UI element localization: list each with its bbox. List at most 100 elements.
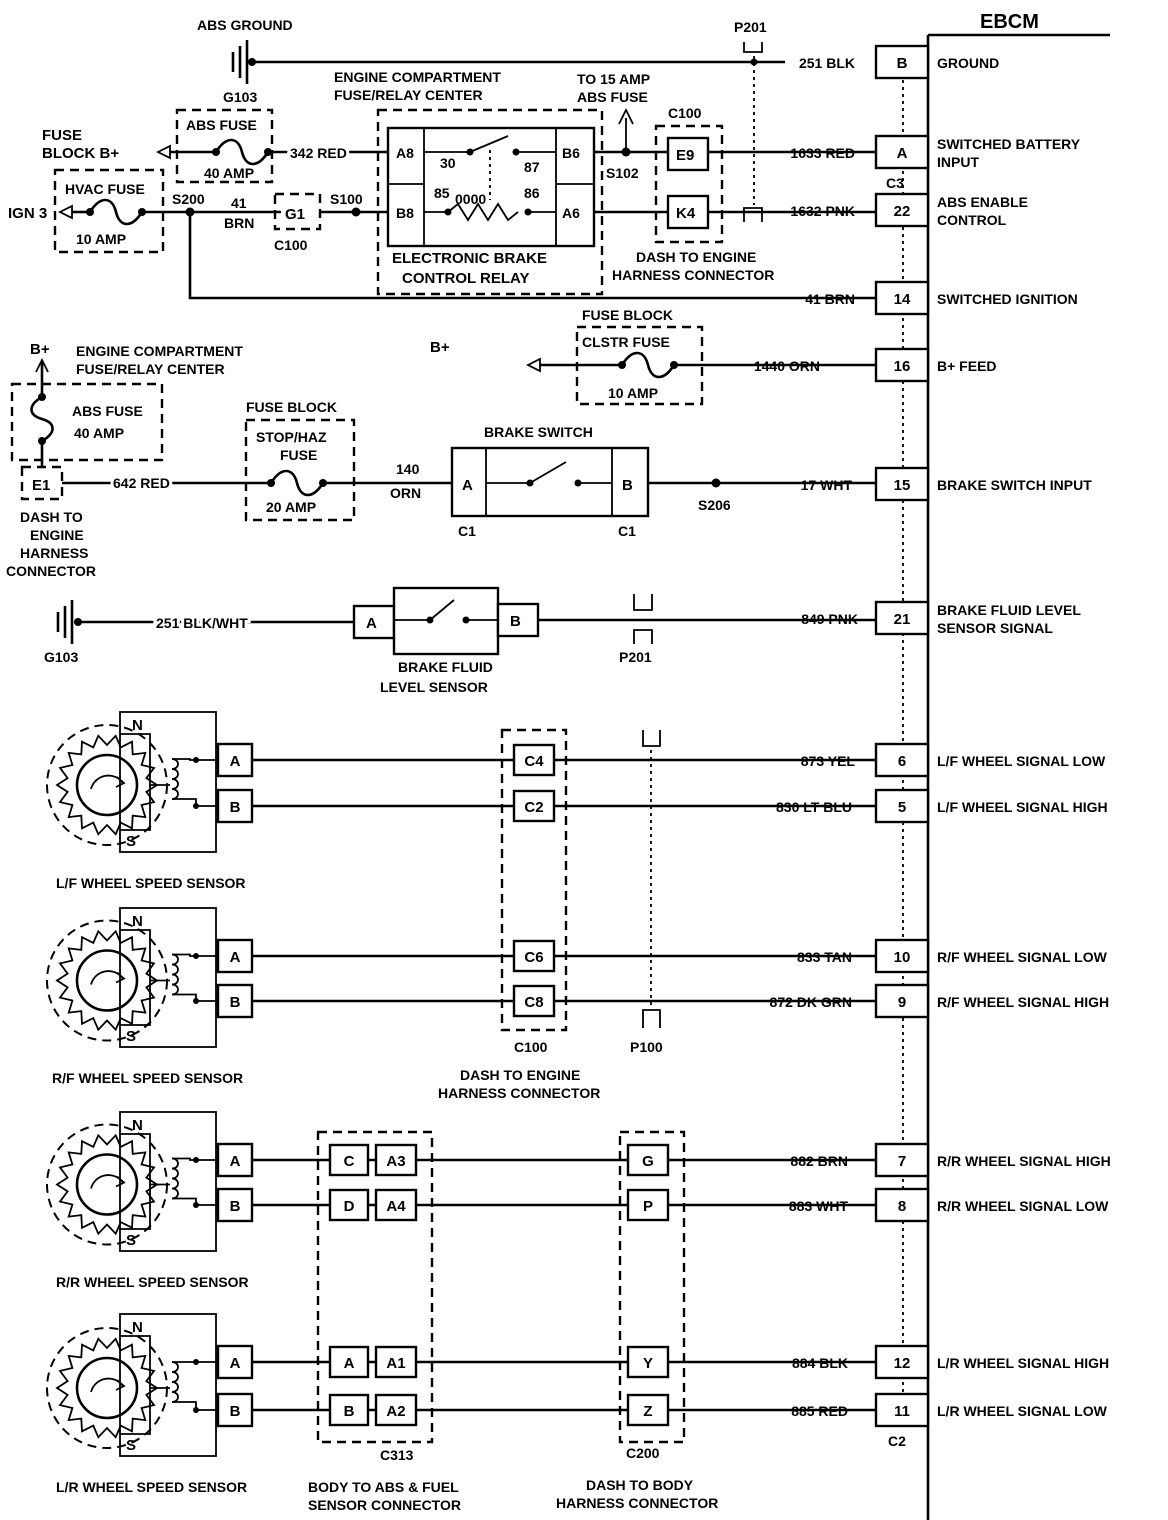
- c200-label: C200: [626, 1445, 660, 1461]
- sensor-hub: [75, 753, 139, 817]
- brake-bplus-arrow: [35, 357, 49, 373]
- bplus-feed-label: B+: [430, 339, 450, 356]
- ebcm-pin-id: 9: [898, 994, 906, 1011]
- sensor-coil: [171, 758, 179, 800]
- s206-node: [711, 478, 721, 488]
- ebcm-pin-function: L/F WHEEL SIGNAL LOW: [937, 753, 1106, 769]
- ign3-label: IGN 3: [8, 205, 47, 222]
- fluid-pin-b: [496, 602, 540, 638]
- e9-pin: [666, 136, 710, 172]
- c313-pin-left: [328, 1393, 370, 1427]
- brake-abs-fuse-amp: 40 AMP: [74, 425, 124, 441]
- ebcm-pin-function: INPUT: [937, 154, 979, 170]
- ebcm-pin-box: [874, 44, 930, 80]
- brake-fluid-circuit: 251 BLK/WHT G103 A B BRAKE FLUID LEVEL S…: [44, 586, 876, 695]
- sensor-hub: [75, 1356, 139, 1420]
- brake-abs-fuse-element: [30, 395, 54, 443]
- c200-desc-1: DASH TO BODY: [586, 1477, 694, 1493]
- ebcm-pin-function: R/F WHEEL SIGNAL HIGH: [937, 994, 1109, 1010]
- c100-pin: [512, 789, 556, 823]
- relay-center-box: [376, 108, 604, 296]
- ebcm-pin-function: B+ FEED: [937, 358, 997, 374]
- ebcm-pin-box: [874, 742, 930, 778]
- sensor-tooth-wheel: [55, 1133, 159, 1236]
- c313-pin-right: [374, 1143, 418, 1177]
- ebcm-pin-function: BRAKE FLUID LEVEL: [937, 602, 1081, 618]
- c313-pin-right-label: A3: [386, 1153, 405, 1170]
- abs-fuse-amp: 40 AMP: [204, 165, 254, 181]
- sensor-node-b: [193, 1202, 199, 1208]
- stop-fuse-block: FUSE BLOCK: [246, 399, 337, 415]
- sensor-coil-lead-a: [172, 953, 218, 957]
- p201-mid-symbol: [743, 207, 763, 222]
- g103-label: G103: [223, 89, 257, 105]
- c100-pin-label: C4: [524, 753, 544, 770]
- sensor-n-label: N: [132, 1117, 143, 1134]
- sensor-name: L/R WHEEL SPEED SENSOR: [56, 1479, 247, 1495]
- sensor-node-b: [193, 803, 199, 809]
- c313-pin-right-label: A1: [386, 1355, 405, 1372]
- brake-switch-label: BRAKE SWITCH: [484, 424, 593, 440]
- ebcm-connector-c2: C2: [888, 1433, 906, 1449]
- ebcm-pin-box: [874, 347, 930, 383]
- sensor-node-b: [193, 1407, 199, 1413]
- dash-engine-1: DASH TO ENGINE: [636, 249, 756, 265]
- c200-pin-label: P: [643, 1198, 653, 1215]
- c200-pin: [626, 1143, 670, 1177]
- brake-switch-c1-b: C1: [618, 523, 636, 539]
- sensor-node-a: [193, 1359, 199, 1365]
- sensor-tooth-wheel: [55, 1337, 159, 1439]
- ebcm-title: EBCM: [980, 11, 1039, 33]
- hvac-fuse-amp: 10 AMP: [76, 231, 126, 247]
- ebcm-pin-box: [874, 600, 930, 636]
- c313-connector: C313 BODY TO ABS & FUEL SENSOR CONNECTOR: [308, 1130, 461, 1513]
- c313-pin-right-label: A2: [386, 1403, 405, 1420]
- ebcm-pin-function: R/R WHEEL SIGNAL LOW: [937, 1198, 1109, 1214]
- stop-fuse-title-1: STOP/HAZ: [256, 429, 327, 445]
- hvac-fuse-title: HVAC FUSE: [65, 181, 145, 197]
- c313-pin-right-label: A4: [386, 1198, 406, 1215]
- g103b-label: G103: [44, 649, 78, 665]
- sensor-pin-b-label: B: [230, 799, 241, 816]
- relay-pin-86: 86: [524, 185, 540, 201]
- stop-fuse-element: [269, 469, 325, 497]
- sensor-tone-ring: [46, 1327, 168, 1449]
- ebcm-pin-id: 8: [898, 1198, 906, 1215]
- brake-switch-box: [450, 446, 650, 518]
- abs-fuse-title: ABS FUSE: [186, 117, 257, 133]
- ebcm-pin-id: 11: [894, 1403, 910, 1420]
- relay-circuit: ENGINE COMPARTMENT FUSE/RELAY CENTER TO …: [8, 69, 876, 300]
- ebcm-pin-function: L/R WHEEL SIGNAL HIGH: [937, 1355, 1109, 1371]
- sensor-hub: [75, 1153, 139, 1216]
- ebcm-pin-box: [874, 192, 930, 228]
- ecfrc-label-1: ENGINE COMPARTMENT: [334, 69, 501, 85]
- relay-coil: [447, 202, 519, 222]
- ebcm-pin-id: 22: [894, 203, 911, 220]
- c200-connector: C200 DASH TO BODY HARNESS CONNECTOR: [556, 1130, 718, 1511]
- sensor-pole: [120, 1133, 151, 1230]
- ebcm-pin-function: SWITCHED IGNITION: [937, 291, 1078, 307]
- ebcm-pin-function: ABS ENABLE: [937, 194, 1028, 210]
- sensor-coil-lead-b: [172, 1401, 218, 1411]
- sensor-tone-ring: [46, 1123, 168, 1246]
- wire-342-label: 342 RED: [290, 145, 347, 161]
- ebcm-connector-c3: C3: [886, 175, 904, 191]
- wire-642-label: 642 RED: [113, 475, 170, 491]
- c100-pin-label: C6: [524, 949, 543, 966]
- brake-ecfrc-2: FUSE/RELAY CENTER: [76, 361, 225, 377]
- sensor-pin-b-label: B: [230, 1403, 241, 1420]
- c100-lower-label: C100: [514, 1039, 548, 1055]
- sensor-coil: [171, 1361, 179, 1403]
- ground-circuit: ABS GROUND G103 P201: [197, 17, 785, 205]
- brake-bplus-label: B+: [30, 341, 50, 358]
- sensor-frame: [119, 711, 217, 853]
- sensor-hub: [75, 949, 139, 1012]
- brake-abs-fuse-box: [10, 382, 164, 462]
- p201-low-top: [633, 594, 653, 611]
- p100-label: P100: [630, 1039, 663, 1055]
- c200-pin-label: G: [642, 1153, 654, 1170]
- ecfrc-label-2: FUSE/RELAY CENTER: [334, 87, 483, 103]
- relay-pin-a6: A6: [562, 205, 580, 221]
- relay-pin-85: 85: [434, 185, 450, 201]
